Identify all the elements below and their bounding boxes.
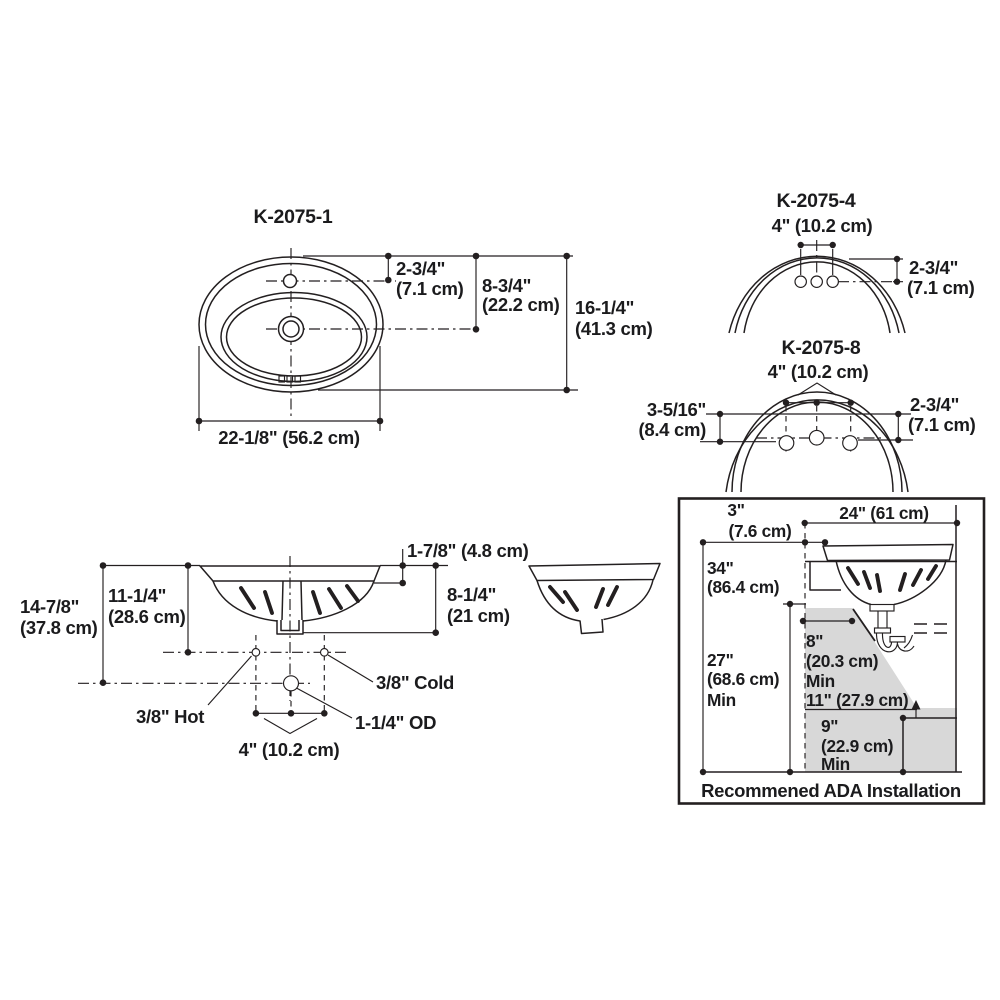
ada-rim-height-cm: (86.4 cm) — [707, 577, 779, 597]
toe-arrow-head — [911, 700, 921, 710]
ada-counter-depth: 24" (61 cm) — [839, 503, 928, 523]
knee-clearance-shade — [805, 608, 917, 708]
tailpiece — [877, 611, 888, 628]
slip-nut — [873, 627, 892, 634]
panel-border — [677, 497, 986, 805]
drain-outer — [277, 315, 305, 343]
bowl-hatching — [239, 584, 360, 615]
ada-knee-height-cm: (68.6 cm) — [707, 669, 779, 689]
faucet-hole-center — [810, 275, 823, 288]
dim-overall-width: 22-1/8" (56.2 cm) — [218, 427, 360, 448]
front-view-centerlines — [78, 556, 350, 711]
overflow-slot — [294, 375, 302, 383]
bowl-hatching — [548, 585, 619, 612]
overflow-slot — [278, 375, 286, 383]
dim-overall-depth-in: 16-1/4" — [575, 297, 634, 318]
sink-rim — [822, 543, 954, 562]
ada-plumbing — [869, 603, 954, 653]
ada-dimension-lines — [699, 519, 961, 776]
drain-outlet — [579, 618, 604, 635]
k2075-4-rim-arcs — [728, 255, 906, 334]
ada-installation-panel: 3" (7.6 cm) 24" (61 cm) 34" (86.4 cm) 27… — [677, 497, 986, 805]
ada-panel-title: Recommened ADA Installation — [701, 780, 961, 801]
top-view-dimension-lines — [195, 252, 578, 431]
faucet-hole-right — [842, 435, 858, 451]
dim-drain-setback-in: 8-3/4" — [482, 275, 531, 296]
counter-apron — [809, 561, 841, 591]
top-view-sink-outline — [198, 256, 384, 393]
faucet-hole-right — [826, 275, 839, 288]
dim-rim-to-supply-in: 11-1/4" — [108, 585, 166, 606]
drain-outlet — [276, 620, 304, 635]
sink-rim — [528, 562, 661, 582]
dim-bowl-depth-cm: (21 cm) — [447, 605, 510, 626]
ada-knee-depth-min: Min — [806, 671, 835, 691]
label-cold-supply: 3/8" Cold — [376, 672, 454, 693]
dim-overall-depth-cm: (41.3 cm) — [575, 318, 653, 339]
drain-inner — [282, 320, 300, 338]
dim-overall-height-in: 14-7/8" — [20, 596, 79, 617]
k2075-8-left-setback-in: 3-5/16" — [647, 399, 706, 420]
k2075-8-left-setback-cm: (8.4 cm) — [638, 419, 706, 440]
faucet-hole-center — [808, 429, 825, 446]
k2075-4-setback-cm: (7.1 cm) — [907, 277, 975, 298]
k2075-4-setback-in: 2-3/4" — [909, 257, 958, 278]
ada-overhang-in: 3" — [727, 500, 744, 520]
ada-knee-height-in: 27" — [707, 650, 734, 670]
p-trap-inner — [881, 632, 893, 648]
k2075-8-hole-spacing: 4" (10.2 cm) — [768, 361, 869, 382]
ada-structure-lines — [700, 505, 962, 773]
trap-nut — [889, 635, 906, 643]
dim-overall-height-cm: (37.8 cm) — [20, 617, 98, 638]
k2075-8-right-setback-cm: (7.1 cm) — [908, 414, 976, 435]
k2075-4-hole-spacing: 4" (10.2 cm) — [772, 215, 873, 236]
ada-knee-height-min: Min — [707, 690, 736, 710]
toe-kick-step — [902, 717, 957, 772]
dim-drain-setback-cm: (22.2 cm) — [482, 294, 560, 315]
dim-rim-thickness: 1-7/8" (4.8 cm) — [407, 540, 529, 561]
faucet-hole — [282, 273, 298, 289]
label-drain-od: 1-1/4" OD — [355, 712, 436, 733]
ada-toe-height-cm: (22.9 cm) — [821, 736, 893, 756]
ada-toe-height-in: 9" — [821, 716, 838, 736]
label-hot-supply: 3/8" Hot — [136, 706, 204, 727]
trap-elbow — [896, 634, 915, 652]
dim-rim-to-supply-cm: (28.6 cm) — [108, 606, 186, 627]
ada-knee-depth-2: 11" (27.9 cm) — [806, 690, 908, 710]
dim-bowl-depth-in: 8-1/4" — [447, 584, 496, 605]
drain-hole — [282, 675, 300, 692]
cold-supply-hole — [319, 647, 329, 657]
dim-supply-spacing: 4" (10.2 cm) — [239, 739, 340, 760]
ada-overhang-cm: (7.6 cm) — [729, 521, 792, 541]
waste-arm-dashed — [914, 623, 954, 634]
view-k2075-4: K-2075-4 4" (10.2 cm) 2-3/4" (7.1 cm) — [728, 190, 975, 334]
clearance-diagonal — [852, 608, 876, 642]
top-view-model-label: K-2075-1 — [254, 206, 333, 228]
front-view: 14-7/8" (37.8 cm) 11-1/4" (28.6 cm) 1-7/… — [20, 540, 529, 760]
drain-flange — [869, 603, 895, 612]
dim-faucet-setback-in: 2-3/4" — [396, 258, 445, 279]
ada-knee-depth-cm: (20.3 cm) — [806, 651, 878, 671]
k2075-4-model-label: K-2075-4 — [777, 190, 856, 212]
p-trap-outer — [875, 632, 899, 653]
k2075-8-model-label: K-2075-8 — [782, 337, 861, 359]
bowl-outline — [835, 559, 947, 606]
overflow-slot — [286, 375, 294, 383]
hot-supply-hole — [251, 647, 261, 657]
dim-faucet-setback-cm: (7.1 cm) — [396, 278, 464, 299]
ada-toe-height-min: Min — [821, 754, 850, 774]
k2075-8-right-setback-in: 2-3/4" — [910, 394, 959, 415]
faucet-hole-left — [794, 275, 807, 288]
spacing-chevron — [263, 717, 318, 735]
leader-lines — [207, 654, 374, 719]
bowl-hatching — [846, 564, 938, 593]
top-view-k2075-1: K-2075-1 2-3/4" (7.1 cm) 8-3/4" (22.2 — [195, 206, 653, 448]
side-view — [528, 562, 661, 635]
faucet-hole-left — [778, 435, 795, 451]
ada-rim-height-in: 34" — [707, 558, 734, 578]
front-view-sink-outline — [199, 565, 381, 635]
view-k2075-8: K-2075-8 4" (10.2 cm) 3-5/16" (8.4 cm) 2… — [638, 337, 976, 493]
ada-knee-depth-in: 8" — [806, 631, 823, 651]
